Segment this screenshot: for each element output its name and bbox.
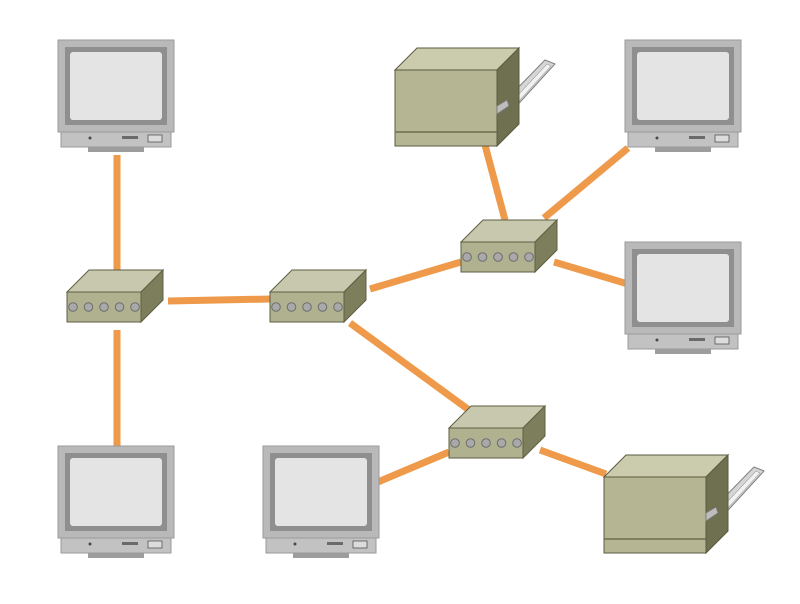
link-hub-center-to-hub-lower-right: [347, 320, 472, 413]
computer-icon: [624, 39, 742, 152]
hub-port: [524, 252, 534, 262]
link-hub-upper-right-to-printer-top: [481, 144, 509, 221]
hub-port: [462, 252, 472, 262]
drive-slot: [122, 542, 138, 545]
tray-lip: [496, 99, 510, 115]
printer-front-face: [603, 476, 707, 554]
hub-port: [83, 302, 94, 312]
power-button: [147, 134, 163, 143]
power-button: [352, 540, 368, 549]
printer-front-face: [394, 69, 498, 147]
printer-icon: [393, 46, 556, 148]
hub-port: [130, 302, 140, 312]
led-indicator: [655, 338, 659, 342]
computer-icon: [624, 241, 742, 354]
hub-icon: [65, 268, 165, 324]
computer-stand: [293, 553, 349, 558]
drive-slot: [122, 136, 138, 139]
computer-stand: [655, 147, 711, 152]
nodes-layer: [57, 39, 765, 558]
links-layer: [113, 144, 631, 486]
hub-port: [286, 302, 297, 312]
hub-port: [450, 438, 460, 448]
tray-lip: [705, 506, 719, 522]
monitor-screen: [637, 254, 729, 322]
link-hub-upper-right-to-pc-middle-right: [553, 258, 629, 288]
hub-port: [114, 302, 125, 312]
link-hub-lower-right-to-pc-bottom-middle: [376, 448, 451, 486]
hub-port: [493, 252, 503, 262]
drive-slot: [689, 338, 705, 341]
power-button: [147, 540, 163, 549]
hub-port: [302, 302, 312, 312]
link-hub-left-to-hub-center: [167, 295, 271, 305]
link-hub-center-to-hub-upper-right: [369, 258, 462, 293]
hub-port: [271, 302, 281, 312]
hub-port: [512, 438, 522, 448]
drive-slot: [327, 542, 343, 545]
hub-port: [99, 302, 109, 312]
link-hub-lower-right-to-printer-bottom-right: [538, 446, 608, 478]
hub-port: [68, 302, 78, 312]
hub-port: [465, 438, 476, 448]
hub-icon: [447, 404, 547, 460]
hub-port: [317, 302, 328, 312]
drive-slot: [689, 136, 705, 139]
computer-icon: [262, 445, 380, 558]
power-button: [714, 134, 730, 143]
hub-icon: [459, 218, 559, 274]
monitor-screen: [275, 458, 367, 526]
led-indicator: [293, 542, 297, 546]
computer-icon: [57, 39, 175, 152]
power-button: [714, 336, 730, 345]
link-hub-upper-right-to-pc-top-right: [541, 145, 631, 221]
monitor-screen: [70, 458, 162, 526]
hub-port: [333, 302, 343, 312]
monitor-screen: [637, 52, 729, 120]
computer-stand: [655, 349, 711, 354]
printer-icon: [602, 453, 765, 555]
led-indicator: [88, 136, 92, 140]
hub-port: [496, 438, 507, 448]
led-indicator: [655, 136, 659, 140]
computer-icon: [57, 445, 175, 558]
computer-stand: [88, 553, 144, 558]
hub-icon: [268, 268, 368, 324]
computer-stand: [88, 147, 144, 152]
hub-port: [477, 252, 488, 262]
led-indicator: [88, 542, 92, 546]
monitor-screen: [70, 52, 162, 120]
hub-port: [508, 252, 519, 262]
hub-port: [481, 438, 491, 448]
